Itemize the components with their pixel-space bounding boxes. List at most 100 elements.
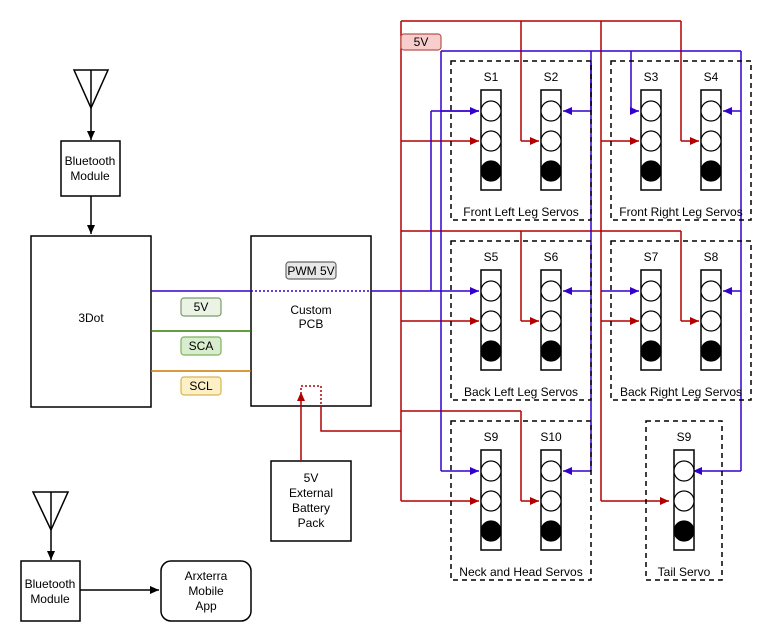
signal-wiring — [371, 50, 742, 475]
servo-label: S10 — [540, 430, 562, 444]
svg-text:SCA: SCA — [189, 339, 214, 353]
signal-pin — [673, 460, 695, 482]
signal-pin — [480, 460, 502, 482]
servo-connector-8: S8 — [700, 250, 722, 371]
label-front-left: Front Left Leg Servos — [463, 205, 578, 219]
signal-pin — [700, 280, 722, 302]
power-pin — [480, 310, 502, 332]
ground-pin — [480, 340, 502, 362]
label-scl-wire: SCL — [180, 376, 222, 396]
power-pin — [540, 310, 562, 332]
signal-pin — [540, 460, 562, 482]
group-neck-head — [450, 420, 592, 581]
group-back-right — [610, 240, 752, 401]
three-dot-board: 3Dot — [30, 235, 152, 408]
ground-pin — [480, 160, 502, 182]
ground-pin — [700, 160, 722, 182]
group-tail — [645, 420, 723, 581]
power-pin — [540, 490, 562, 512]
svg-text:5V: 5V — [194, 300, 209, 314]
servo-label: S4 — [704, 70, 719, 84]
servo-connector-7: S7 — [640, 250, 662, 371]
label-back-left: Back Left Leg Servos — [464, 385, 578, 399]
svg-text:5V: 5V — [414, 35, 429, 49]
ground-pin — [540, 520, 562, 542]
servo-connector-11: S9 — [673, 430, 695, 551]
svg-text:Bluetooth: Bluetooth — [65, 154, 116, 168]
svg-text:PCB: PCB — [299, 317, 324, 331]
servo-label: S9 — [484, 430, 499, 444]
servo-label: S6 — [544, 250, 559, 264]
svg-text:Bluetooth: Bluetooth — [25, 577, 76, 591]
svg-text:Arxterra: Arxterra — [185, 569, 228, 583]
ground-pin — [673, 520, 695, 542]
arxterra-mobile-app: Arxterra Mobile App — [160, 560, 252, 622]
pwm-5v-tag: PWM 5V — [285, 261, 337, 280]
label-neck-head: Neck and Head Servos — [459, 565, 582, 579]
rail-5v-tag: 5V — [400, 33, 442, 51]
label-5v-wire: 5V — [180, 297, 222, 317]
servo-connector-5: S5 — [480, 250, 502, 371]
servo-connector-1: S1 — [480, 70, 502, 191]
svg-text:SCL: SCL — [189, 379, 213, 393]
ground-pin — [640, 340, 662, 362]
signal-pin — [540, 280, 562, 302]
ground-pin — [700, 340, 722, 362]
ground-pin — [540, 160, 562, 182]
servo-connector-10: S10 — [540, 430, 562, 551]
power-pin — [480, 130, 502, 152]
pcb-internal-power-path — [300, 385, 322, 406]
svg-text:Battery: Battery — [292, 501, 330, 515]
label-front-right: Front Right Leg Servos — [619, 205, 742, 219]
signal-pin — [640, 100, 662, 122]
ground-pin — [540, 340, 562, 362]
servo-label: S3 — [644, 70, 659, 84]
servo-label: S2 — [544, 70, 559, 84]
servo-connector-2: S2 — [540, 70, 562, 191]
signal-pin — [480, 280, 502, 302]
power-pin — [640, 130, 662, 152]
group-front-right — [610, 60, 752, 221]
signal-pin — [480, 100, 502, 122]
ground-pin — [640, 160, 662, 182]
label-sca-wire: SCA — [180, 336, 222, 356]
bluetooth-module-top: Bluetooth Module — [60, 140, 121, 197]
signal-pin — [640, 280, 662, 302]
group-front-left — [450, 60, 592, 221]
antenna-icon-bottom — [31, 491, 70, 560]
servo-label: S5 — [484, 250, 499, 264]
svg-text:Mobile: Mobile — [188, 584, 224, 598]
servo-label: S9 — [677, 430, 692, 444]
group-back-left — [450, 240, 592, 401]
servo-connector-4: S4 — [700, 70, 722, 191]
signal-pin — [700, 100, 722, 122]
label-tail: Tail Servo — [658, 565, 711, 579]
svg-text:PWM 5V: PWM 5V — [287, 264, 334, 278]
custom-pcb: Custom PCB PWM 5V — [250, 235, 372, 407]
svg-text:Pack: Pack — [298, 516, 326, 530]
servo-connector-3: S3 — [640, 70, 662, 191]
power-pin — [540, 130, 562, 152]
servo-label: S7 — [644, 250, 659, 264]
power-pin — [700, 130, 722, 152]
svg-text:Module: Module — [70, 169, 110, 183]
svg-text:External: External — [289, 486, 333, 500]
svg-text:Module: Module — [30, 592, 70, 606]
antenna-icon-top — [72, 69, 110, 140]
label-back-right: Back Right Leg Servos — [620, 385, 742, 399]
ground-pin — [480, 520, 502, 542]
svg-text:5V: 5V — [304, 471, 319, 485]
svg-text:App: App — [195, 599, 217, 613]
svg-text:Custom: Custom — [290, 303, 331, 317]
power-wiring — [320, 20, 699, 505]
servo-connector-6: S6 — [540, 250, 562, 371]
servo-connector-9: S9 — [480, 430, 502, 551]
bluetooth-module-bottom: Bluetooth Module — [20, 560, 81, 622]
power-pin — [640, 310, 662, 332]
power-pin — [673, 490, 695, 512]
servo-label: S8 — [704, 250, 719, 264]
power-pin — [480, 490, 502, 512]
signal-pin — [540, 100, 562, 122]
